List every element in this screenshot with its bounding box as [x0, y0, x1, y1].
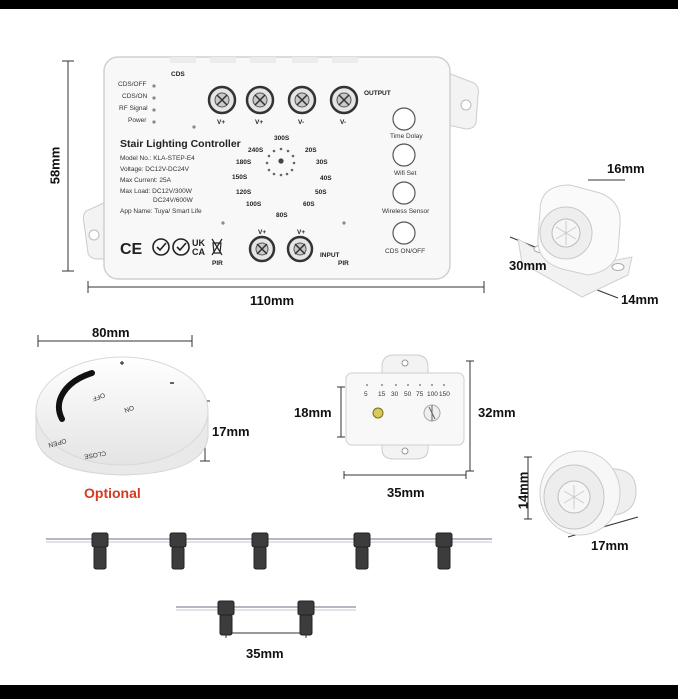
terminal-label-1: V+: [217, 119, 226, 126]
module-scale-30: 30: [391, 391, 399, 398]
dial-180s: 180S: [236, 159, 252, 166]
side-buttons: [392, 107, 416, 245]
spec-load: Max Load: DC12V/300W: [120, 188, 192, 195]
spec-current: Max Current: 25A: [120, 177, 171, 184]
module-scale-150: 150: [439, 391, 450, 398]
spec-model: Model No.: KLA-STEP-E4: [120, 155, 195, 162]
bottom-terminal-label-1: V+: [258, 229, 267, 236]
svg-text:CE: CE: [120, 241, 143, 258]
pir-sensor: [517, 184, 633, 298]
mini-pir-height-dim: 14mm: [515, 471, 531, 510]
bottom-terminal-label-2: V+: [297, 229, 306, 236]
certification-icons: CE UK CA: [120, 238, 223, 258]
svg-text:CA: CA: [192, 247, 205, 257]
pir-depth-dim: 14mm: [621, 292, 659, 307]
dial-100s: 100S: [246, 201, 262, 208]
spec-load-24v: DC24V/600W: [153, 197, 193, 204]
dial-80s: 80S: [276, 212, 288, 219]
screw-terminals-top: [207, 85, 359, 115]
time-dial: [265, 147, 296, 177]
connector-strips: [46, 532, 492, 636]
indicator-power: Power: [128, 117, 147, 124]
dial-150s: 150S: [232, 174, 248, 181]
connector-spacing-dim: 35mm: [246, 646, 284, 661]
pir-height-dim: 16mm: [607, 161, 645, 176]
svg-text:UK: UK: [192, 238, 205, 248]
optional-label: Optional: [84, 485, 141, 501]
dial-240s: 240S: [248, 147, 264, 154]
button-wireless-sensor-label: Wireless Sensor: [382, 208, 430, 215]
remote-control: [35, 356, 209, 476]
dial-50s: 50S: [315, 189, 327, 196]
indicator-cds-on: CDS/ON: [122, 93, 148, 100]
terminal-label-3: V-: [298, 119, 305, 126]
output-label: OUTPUT: [364, 90, 391, 97]
terminal-label-4: V-: [340, 119, 347, 126]
module-scale-5: 5: [364, 391, 368, 398]
dial-120s: 120S: [236, 189, 252, 196]
module-scale-15: 15: [378, 391, 386, 398]
dial-20s: 20S: [305, 147, 317, 154]
dial-60s: 60S: [303, 201, 315, 208]
controller-width-dim: 110mm: [250, 293, 295, 308]
pir-width-dim: 30mm: [509, 258, 547, 273]
dial-300s: 300S: [274, 135, 290, 142]
dial-30s: 30S: [316, 159, 328, 166]
screw-terminals-bottom: [248, 235, 314, 263]
terminal-label-2: V+: [255, 119, 264, 126]
mini-pir-sensor: [539, 450, 637, 536]
receiver-module: [345, 354, 465, 460]
remote-thickness-dim: 17mm: [212, 424, 250, 439]
controller-title: Stair Lighting Controller: [120, 138, 241, 150]
controller-box: CE UK CA: [82, 56, 479, 280]
indicator-cds-off: CDS/OFF: [118, 81, 147, 88]
pir-left-label: PIR: [212, 260, 223, 267]
mini-pir-width-dim: 17mm: [591, 538, 629, 553]
module-width-dim: 35mm: [387, 485, 425, 500]
controller-height-dim: 58mm: [47, 146, 63, 185]
remote-diameter-dim: 80mm: [92, 325, 130, 340]
button-wifi-set-label: Wifi Set: [394, 170, 417, 177]
module-outer-height-dim: 32mm: [478, 405, 516, 420]
pir-right-label: PIR: [338, 260, 349, 267]
spec-app: App Name: Tuya/ Smart Life: [120, 208, 202, 215]
button-cds-onoff-label: CDS ON/OFF: [385, 248, 426, 255]
indicator-rf-signal: RF Signal: [119, 105, 148, 112]
product-diagram: 58mm 110mm: [0, 9, 678, 685]
module-height-dim: 18mm: [294, 405, 332, 420]
module-scale-50: 50: [404, 391, 412, 398]
module-scale-100: 100: [427, 391, 438, 398]
spec-voltage: Voltage: DC12V-DC24V: [120, 166, 190, 173]
button-time-delay-label: Time Dolay: [390, 133, 423, 140]
dial-40s: 40S: [320, 175, 332, 182]
cds-label: CDS: [171, 71, 185, 78]
input-label: INPUT: [320, 252, 340, 259]
module-scale-75: 75: [416, 391, 424, 398]
